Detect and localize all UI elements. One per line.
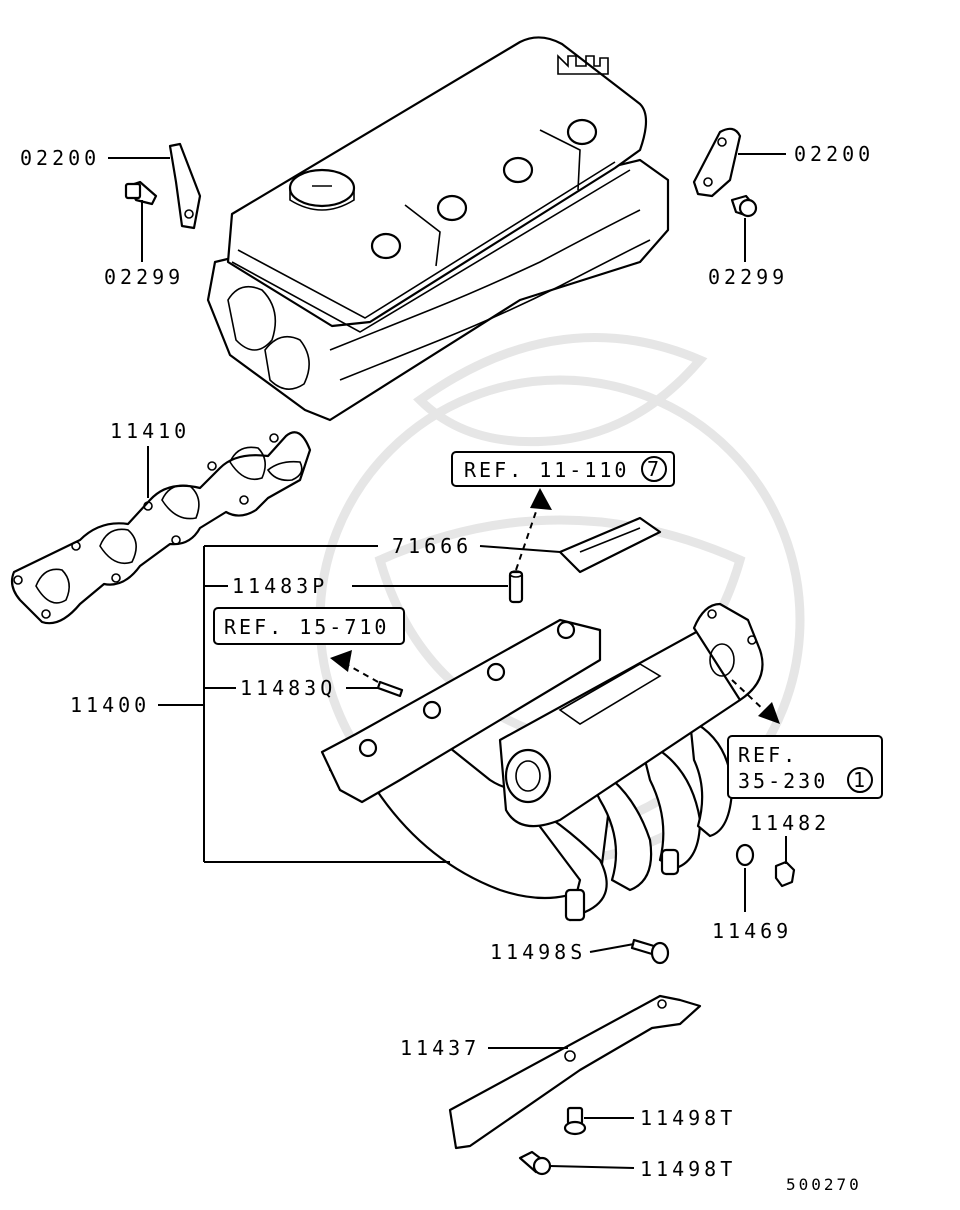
cylinder-head[interactable] [206,36,670,422]
bracket-right[interactable] [692,127,742,198]
label-11469[interactable]: 11469 [712,919,792,943]
nut-11482[interactable] [774,860,796,888]
ref-box-11-110-text: REF. 11-110 [464,458,629,482]
ref-box-15-710-text: REF. 15-710 [224,615,389,639]
ref-box-11-110-number: 7 [647,457,659,481]
ref-box-35-230[interactable]: REF. 35-230 1 [727,735,883,799]
bolt-11498T-lower[interactable] [518,1150,552,1176]
label-02200-right[interactable]: 02200 [794,142,874,166]
manifold-stay[interactable] [448,994,702,1150]
sensor-part-71666[interactable] [558,516,662,574]
label-11483Q[interactable]: 11483Q [240,676,336,700]
label-11498S[interactable]: 11498S [490,940,586,964]
label-11400[interactable]: 11400 [70,693,150,717]
bolt-right[interactable] [730,194,758,218]
bracket-left[interactable] [168,142,202,230]
ref-box-15-710[interactable]: REF. 15-710 [213,607,405,645]
intake-manifold-gasket[interactable] [10,431,312,625]
pin-11483Q[interactable] [376,680,404,698]
bolt-left[interactable] [124,180,158,206]
diagram-code: 500270 [786,1175,862,1194]
ref-box-35-230-line1: REF. [738,743,798,767]
intake-manifold[interactable] [320,602,764,922]
bolt-11498S[interactable] [630,938,670,965]
label-11498T-upper[interactable]: 11498T [640,1106,736,1130]
label-11482[interactable]: 11482 [750,811,830,835]
label-11437[interactable]: 11437 [400,1036,480,1060]
part-labels: 02200 02299 02200 02299 11410 71666 1148… [20,142,874,1194]
label-02299-right[interactable]: 02299 [708,265,788,289]
leader-lines [108,153,787,1169]
label-11410[interactable]: 11410 [110,419,190,443]
bolt-11498T-upper[interactable] [563,1106,587,1136]
label-02200-left[interactable]: 02200 [20,146,100,170]
ref-box-35-230-line2: 35-230 [738,769,828,793]
nut-11469[interactable] [735,843,755,867]
pin-11483P[interactable] [508,570,524,604]
label-71666[interactable]: 71666 [392,534,472,558]
ref-box-35-230-number: 1 [853,768,865,792]
label-11498T-lower[interactable]: 11498T [640,1157,736,1181]
ref-box-11-110[interactable]: REF. 11-110 7 [451,451,675,487]
label-11483P[interactable]: 11483P [232,574,328,598]
label-02299-left[interactable]: 02299 [104,265,184,289]
